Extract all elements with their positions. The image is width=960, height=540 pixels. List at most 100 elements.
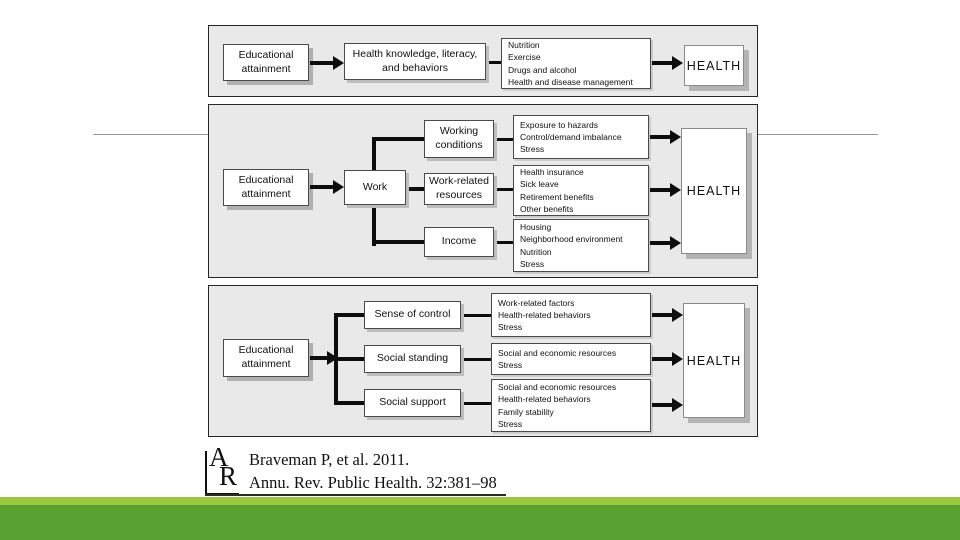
work-box: Work xyxy=(344,170,406,205)
list-item: Sick leave xyxy=(520,179,559,190)
list-item: Neighborhood environment xyxy=(520,234,623,245)
work-benefits-list-box: Health insurance Sick leave Retirement b… xyxy=(513,165,649,216)
connector-line xyxy=(461,314,491,317)
pathway-panel-knowledge: Educational attainment Health knowledge,… xyxy=(208,25,758,97)
connector-line xyxy=(461,358,491,361)
list-item: Health insurance xyxy=(520,166,584,177)
list-item: Housing xyxy=(520,221,552,232)
arrow-head xyxy=(333,180,344,194)
social-standing-label: Social standing xyxy=(376,352,449,365)
connector-line xyxy=(334,357,364,361)
income-box: Income xyxy=(424,227,494,257)
arrow-head xyxy=(327,351,338,365)
educational-attainment-label: Educational attainment xyxy=(238,48,294,75)
health-outcome-box: HEALTH xyxy=(681,128,747,254)
social-support-label: Social support xyxy=(379,396,446,409)
arrow-head xyxy=(670,183,681,197)
connector-line xyxy=(494,138,513,141)
work-label: Work xyxy=(362,180,388,193)
income-effects-list-box: Housing Neighborhood environment Nutriti… xyxy=(513,219,649,272)
connector-line xyxy=(334,313,364,317)
arrow-stem xyxy=(310,185,335,189)
connector-line xyxy=(372,240,424,244)
social-support-box: Social support xyxy=(364,389,461,417)
arrow-right-icon xyxy=(650,235,681,251)
arrow-head xyxy=(672,308,683,322)
arrow-right-icon xyxy=(652,397,683,413)
arrow-stem xyxy=(650,241,672,245)
list-item: Stress xyxy=(498,418,523,429)
educational-attainment-label: Educational attainment xyxy=(238,344,294,370)
citation-authors: Braveman P, et al. 2011. xyxy=(249,450,410,469)
health-knowledge-label: Health knowledge, literacy, and behavior… xyxy=(352,47,478,74)
arrow-right-icon xyxy=(310,179,344,195)
list-item: Exposure to hazards xyxy=(520,119,598,130)
connector-line xyxy=(334,401,364,405)
health-knowledge-box: Health knowledge, literacy, and behavior… xyxy=(344,43,486,80)
arrow-right-icon xyxy=(652,307,683,323)
arrow-stem xyxy=(652,403,674,407)
list-item: Family stability xyxy=(498,406,554,417)
logo-letter-a: A xyxy=(209,442,229,472)
work-related-resources-label: Work-related resources xyxy=(429,175,489,201)
list-item: Stress xyxy=(498,322,523,333)
arrow-stem xyxy=(650,135,672,139)
connector-line xyxy=(372,137,424,141)
sense-of-control-list-box: Work-related factors Health-related beha… xyxy=(491,293,651,337)
list-item: Stress xyxy=(520,144,545,155)
arrow-stem xyxy=(650,188,672,192)
work-related-resources-box: Work-related resources xyxy=(424,173,494,205)
footer-accent-bar xyxy=(0,505,960,540)
educational-attainment-box: Educational attainment xyxy=(223,44,309,81)
footer-accent-strip xyxy=(0,497,960,505)
educational-attainment-box: Educational attainment xyxy=(223,169,309,206)
social-support-list-box: Social and economic resources Health-rel… xyxy=(491,379,651,432)
arrow-right-icon xyxy=(310,350,338,366)
working-conditions-box: Working conditions xyxy=(424,120,494,158)
citation-underline xyxy=(205,494,506,496)
list-item: Social and economic resources xyxy=(498,347,617,358)
educational-attainment-label: Educational attainment xyxy=(238,173,294,200)
list-item: Drugs and alcohol xyxy=(508,64,577,75)
health-outcome-label: HEALTH xyxy=(686,184,742,198)
list-item: Health-related behaviors xyxy=(498,394,591,405)
list-item: Nutrition xyxy=(520,246,552,257)
connector-line xyxy=(406,187,424,191)
divider-line-left xyxy=(93,134,208,135)
list-item: Social and economic resources xyxy=(498,381,617,392)
arrow-stem xyxy=(652,313,674,317)
connector-line xyxy=(494,241,513,244)
logo-letter-r: R xyxy=(219,461,238,491)
pathway-panel-psychosocial: Educational attainment Sense of control … xyxy=(208,285,758,437)
annual-reviews-logo-icon: A R xyxy=(205,444,239,495)
arrow-right-icon xyxy=(650,129,681,145)
arrow-head xyxy=(670,130,681,144)
health-outcome-box: HEALTH xyxy=(684,45,744,86)
connector-line xyxy=(461,402,491,405)
health-outcome-box: HEALTH xyxy=(683,303,745,418)
arrow-stem xyxy=(310,61,335,65)
connector-line xyxy=(486,61,501,64)
income-label: Income xyxy=(441,235,477,248)
list-item: Nutrition xyxy=(508,39,540,50)
list-item: Stress xyxy=(520,258,545,269)
list-item: Health and disease management xyxy=(508,76,633,87)
arrow-head xyxy=(333,56,344,70)
connector-line xyxy=(494,188,513,191)
pathway-panel-work: Educational attainment Work Working cond… xyxy=(208,104,758,278)
behaviors-list-box: Nutrition Exercise Drugs and alcohol Hea… xyxy=(501,38,651,89)
sense-of-control-box: Sense of control xyxy=(364,301,461,329)
social-standing-box: Social standing xyxy=(364,345,461,373)
arrow-head xyxy=(672,56,683,70)
citation-journal: Annu. Rev. Public Health. 32:381–98 xyxy=(249,473,497,492)
arrow-stem xyxy=(652,357,674,361)
arrow-head xyxy=(672,398,683,412)
health-outcome-label: HEALTH xyxy=(686,353,742,368)
list-item: Other benefits xyxy=(520,203,574,214)
arrow-right-icon xyxy=(310,55,344,71)
working-conditions-list-box: Exposure to hazards Control/demand imbal… xyxy=(513,115,649,159)
list-item: Work-related factors xyxy=(498,297,575,308)
sense-of-control-label: Sense of control xyxy=(374,308,451,321)
citation-block: A R Braveman P, et al. 2011. Annu. Rev. … xyxy=(205,444,515,497)
list-item: Health-related behaviors xyxy=(498,309,591,320)
